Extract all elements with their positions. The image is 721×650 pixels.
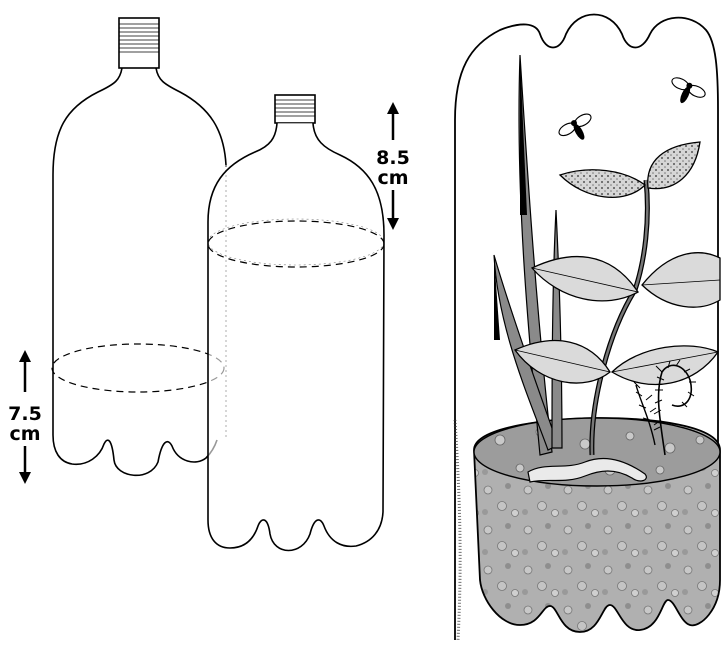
arrow-down-icon — [387, 218, 399, 230]
arrow-up-icon — [387, 102, 399, 114]
top-leaf-right — [648, 142, 700, 189]
top-leaf-left — [560, 170, 645, 198]
measurement-bottom-value: 7.5 — [8, 403, 42, 425]
arrow-down-icon — [19, 472, 31, 484]
measurement-top-unit: cm — [377, 167, 408, 189]
measurement-bottom: 7.5 cm — [8, 350, 42, 484]
arrow-up-icon — [19, 350, 31, 362]
grass-blade-3 — [552, 210, 562, 448]
terrarium — [455, 15, 720, 641]
fly-icon — [665, 75, 707, 110]
short-bottle-outline — [208, 123, 384, 551]
tall-bottle — [52, 18, 226, 475]
leaf-upper-right — [642, 253, 720, 307]
short-bottle-cap — [275, 95, 315, 123]
short-bottle — [208, 95, 384, 551]
tall-bottle-cut-line — [52, 344, 224, 392]
measurement-bottom-unit: cm — [9, 423, 40, 445]
soil-surface — [474, 418, 720, 486]
measurement-top-value: 8.5 — [376, 147, 410, 169]
tall-bottle-cap — [119, 18, 159, 68]
fly-icon — [557, 111, 599, 148]
leaf-upper-left — [532, 257, 638, 301]
leaf-lower-right — [612, 346, 718, 385]
tall-bottle-outline — [53, 68, 226, 475]
